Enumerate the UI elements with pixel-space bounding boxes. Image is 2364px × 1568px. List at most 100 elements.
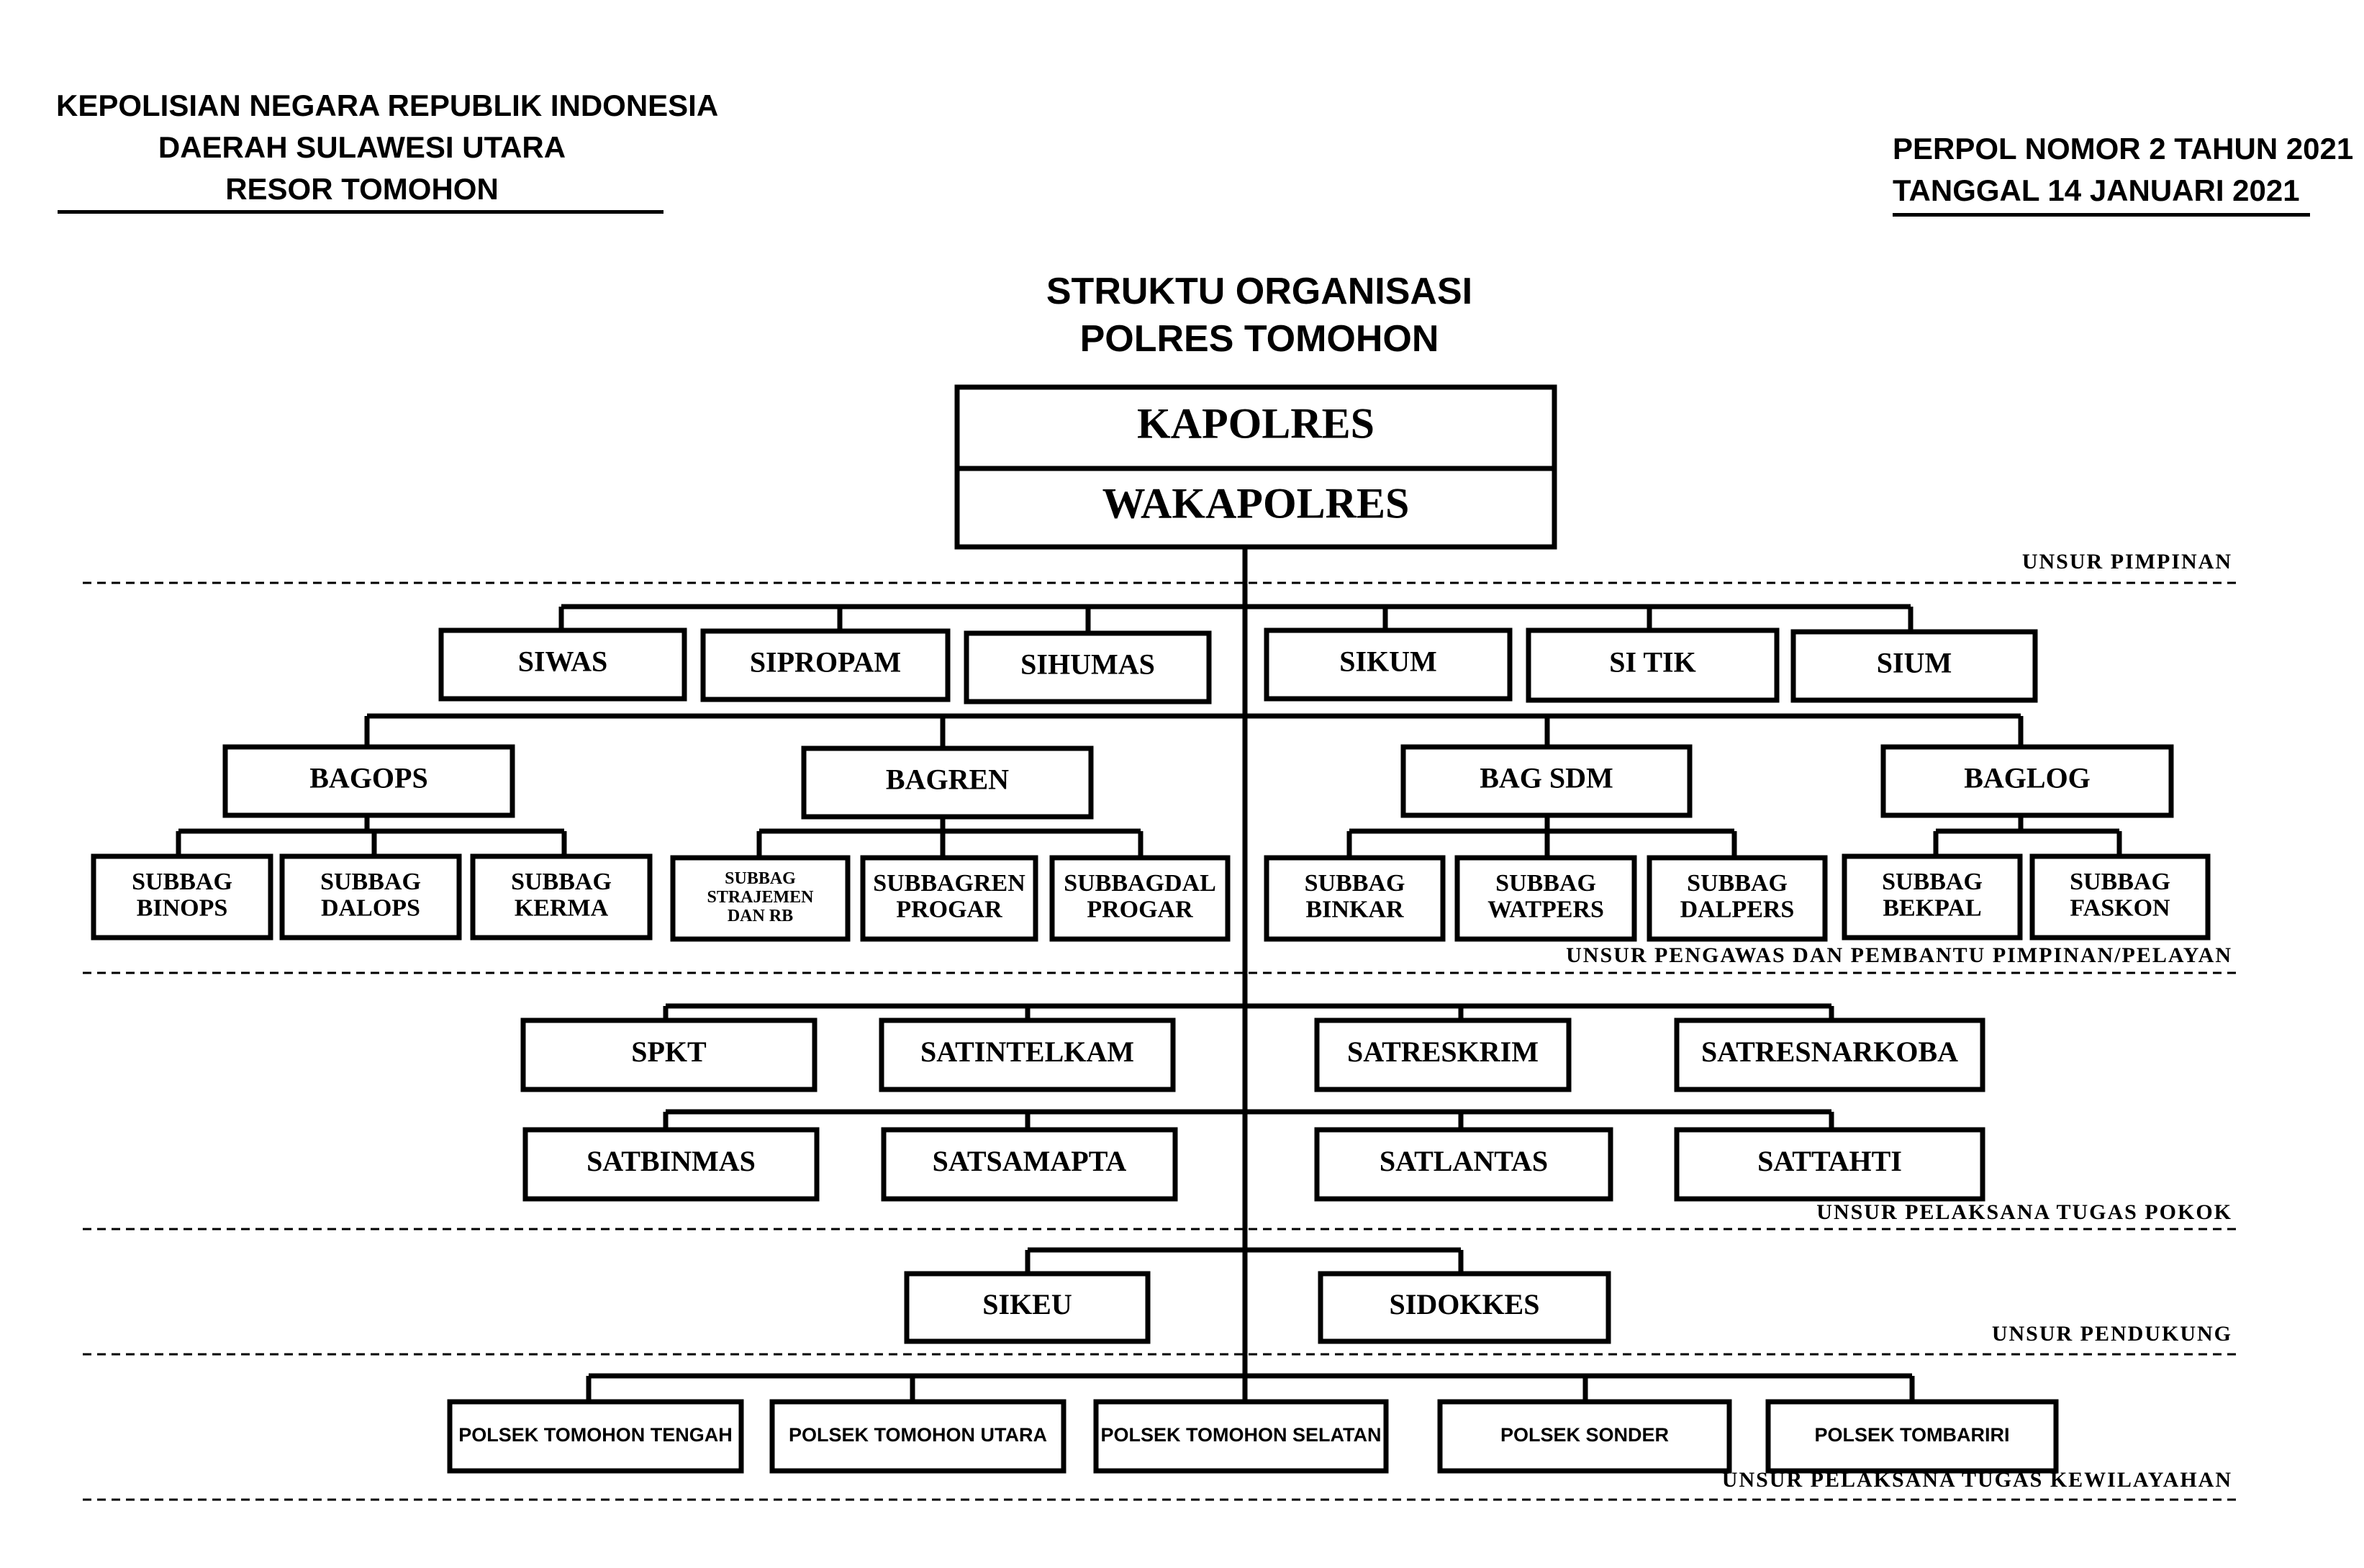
subbag-box-border bbox=[470, 853, 653, 941]
polsek-tomohon-utara-box-border bbox=[769, 1399, 1066, 1474]
bagren-box-border bbox=[801, 746, 1094, 820]
sikum-box: SIKUM bbox=[1264, 627, 1513, 702]
sipropam-box-label: SIPROPAM bbox=[750, 646, 901, 679]
subbag-box-border bbox=[670, 855, 851, 942]
subbag-box-label: SUBBAG bbox=[725, 869, 796, 888]
polsek-tombariri-box: POLSEK TOMBARIRI bbox=[1765, 1399, 2059, 1474]
header-left-line2: DAERAH SULAWESI UTARA bbox=[158, 130, 566, 164]
subbag-box-label: SUBBAG bbox=[511, 869, 612, 895]
header-left-underline bbox=[58, 210, 664, 214]
sidokkes-box-label: SIDOKKES bbox=[1390, 1288, 1540, 1320]
sihumas-box-border bbox=[964, 630, 1212, 704]
unit-boxes: KAPOLRES WAKAPOLRES SIWAS SIPROPAM SIHUMAS SI… bbox=[91, 384, 2211, 1474]
polsek-sonder-box: POLSEK SONDER bbox=[1437, 1399, 1732, 1474]
polsek-tomohon-selatan-box: POLSEK TOMOHON SELATAN bbox=[1093, 1399, 1389, 1474]
siwas-box: SIWAS bbox=[438, 627, 687, 702]
sikeu-box-label: SIKEU bbox=[982, 1288, 1072, 1320]
sikum-box-label: SIKUM bbox=[1339, 645, 1437, 678]
siwas-box-border bbox=[438, 627, 687, 702]
polsek-sonder-box-border bbox=[1437, 1399, 1732, 1474]
sattahti-box: SATTAHTI bbox=[1674, 1127, 1985, 1202]
satsamapta-box: SATSAMAPTA bbox=[881, 1127, 1178, 1202]
sidokkes-box: SIDOKKES bbox=[1318, 1271, 1611, 1344]
sikum-box-border bbox=[1264, 627, 1513, 702]
subbag-box-border bbox=[1842, 853, 2023, 941]
satresnarkoba-box-label: SATRESNARKOBA bbox=[1701, 1035, 1958, 1068]
bagops-box-label: BAGOPS bbox=[309, 762, 427, 794]
sihumas-box: SIHUMAS bbox=[964, 630, 1212, 704]
subbag-box-border bbox=[1647, 855, 1828, 942]
subbag-box-border bbox=[279, 853, 462, 941]
satreskrim-box-border bbox=[1314, 1018, 1572, 1092]
satbinmas-box-border bbox=[522, 1127, 820, 1202]
chart-title: STRUKTU ORGANISASI POLRES TOMOHON bbox=[936, 268, 1583, 363]
subbag-box-label: DALOPS bbox=[321, 895, 420, 922]
subbag-box-label: DAN RB bbox=[728, 907, 793, 925]
polsek-tomohon-selatan-box-label: POLSEK TOMOHON SELATAN bbox=[1100, 1424, 1381, 1446]
spkt-box-label: SPKT bbox=[631, 1035, 707, 1068]
subbag-box-label: SUBBAG bbox=[1882, 869, 1983, 895]
bag-sdm-box: BAG SDM bbox=[1400, 744, 1693, 818]
satbinmas-box: SATBINMAS bbox=[522, 1127, 820, 1202]
section-label-pendukung: UNSUR PENDUKUNG bbox=[1992, 1322, 2232, 1346]
polsek-tomohon-tengah-box-label: POLSEK TOMOHON TENGAH bbox=[458, 1424, 733, 1446]
polsek-tomohon-utara-box: POLSEK TOMOHON UTARA bbox=[769, 1399, 1066, 1474]
subbag-box-label: SUBBAG bbox=[2070, 869, 2170, 895]
connector-lines bbox=[176, 547, 2122, 1402]
bagops-box-border bbox=[222, 744, 515, 818]
subbag-box-label: PROGAR bbox=[1087, 897, 1193, 923]
sikeu-box: SIKEU bbox=[904, 1271, 1151, 1344]
baglog-box-label: BAGLOG bbox=[1964, 762, 2091, 794]
satlantas-box: SATLANTAS bbox=[1314, 1127, 1613, 1202]
wakapolres-box-label: WAKAPOLRES bbox=[1102, 479, 1410, 527]
subbag-box-label: BINOPS bbox=[137, 895, 228, 922]
sihumas-box-label: SIHUMAS bbox=[1020, 648, 1155, 681]
satbinmas-box-label: SATBINMAS bbox=[587, 1145, 756, 1177]
section-label-pimpinan: UNSUR PIMPINAN bbox=[2022, 550, 2232, 574]
subbag-box-label: SUBBAG bbox=[1495, 870, 1596, 897]
polsek-tombariri-box-label: POLSEK TOMBARIRI bbox=[1814, 1424, 2009, 1446]
section-label-pelaksana: UNSUR PELAKSANA TUGAS POKOK bbox=[1816, 1200, 2232, 1224]
subbag-box-label: SUBBAGREN bbox=[873, 870, 1025, 897]
subbag-box-label: PROGAR bbox=[896, 897, 1002, 923]
satintelkam-box-border bbox=[879, 1018, 1176, 1092]
satresnarkoba-box-border bbox=[1674, 1018, 1985, 1092]
subbag-box-border bbox=[91, 853, 273, 941]
header-right: PERPOL NOMOR 2 TAHUN 2021 TANGGAL 14 JAN… bbox=[1893, 128, 2354, 212]
kapolres-box: KAPOLRES bbox=[954, 384, 1557, 471]
satreskrim-box-label: SATRESKRIM bbox=[1347, 1035, 1539, 1068]
sium-box-border bbox=[1790, 629, 2038, 703]
siwas-box-label: SIWAS bbox=[518, 645, 608, 678]
subbag-box-label: BINKAR bbox=[1305, 897, 1403, 923]
baglog-box: BAGLOG bbox=[1880, 744, 2174, 818]
sikeu-box-border bbox=[904, 1271, 1151, 1344]
polsek-tomohon-tengah-box: POLSEK TOMOHON TENGAH bbox=[447, 1399, 744, 1474]
bagops-box: BAGOPS bbox=[222, 744, 515, 818]
sium-box-label: SIUM bbox=[1877, 647, 1952, 679]
satresnarkoba-box: SATRESNARKOBA bbox=[1674, 1018, 1985, 1092]
satreskrim-box: SATRESKRIM bbox=[1314, 1018, 1572, 1092]
subbag-box-border bbox=[1454, 855, 1637, 942]
header-left-line1: KEPOLISIAN NEGARA REPUBLIK INDONESIA bbox=[56, 89, 719, 122]
subbag-box-label: FASKON bbox=[2070, 895, 2170, 922]
polsek-tomohon-utara-box-label: POLSEK TOMOHON UTARA bbox=[789, 1424, 1047, 1446]
si-tik-box-label: SI TIK bbox=[1609, 646, 1695, 679]
satsamapta-box-label: SATSAMAPTA bbox=[933, 1145, 1127, 1177]
baglog-box-border bbox=[1880, 744, 2174, 818]
subbag-box-label: STRAJEMEN bbox=[707, 888, 814, 907]
polsek-tomohon-tengah-box-border bbox=[447, 1399, 744, 1474]
polsek-tomohon-selatan-box-border bbox=[1093, 1399, 1389, 1474]
spkt-box: SPKT bbox=[520, 1018, 818, 1092]
header-right-line1: PERPOL NOMOR 2 TAHUN 2021 bbox=[1893, 132, 2354, 166]
subbag-box-label: WATPERS bbox=[1487, 897, 1604, 923]
subbag-box-label: BEKPAL bbox=[1883, 895, 1981, 922]
